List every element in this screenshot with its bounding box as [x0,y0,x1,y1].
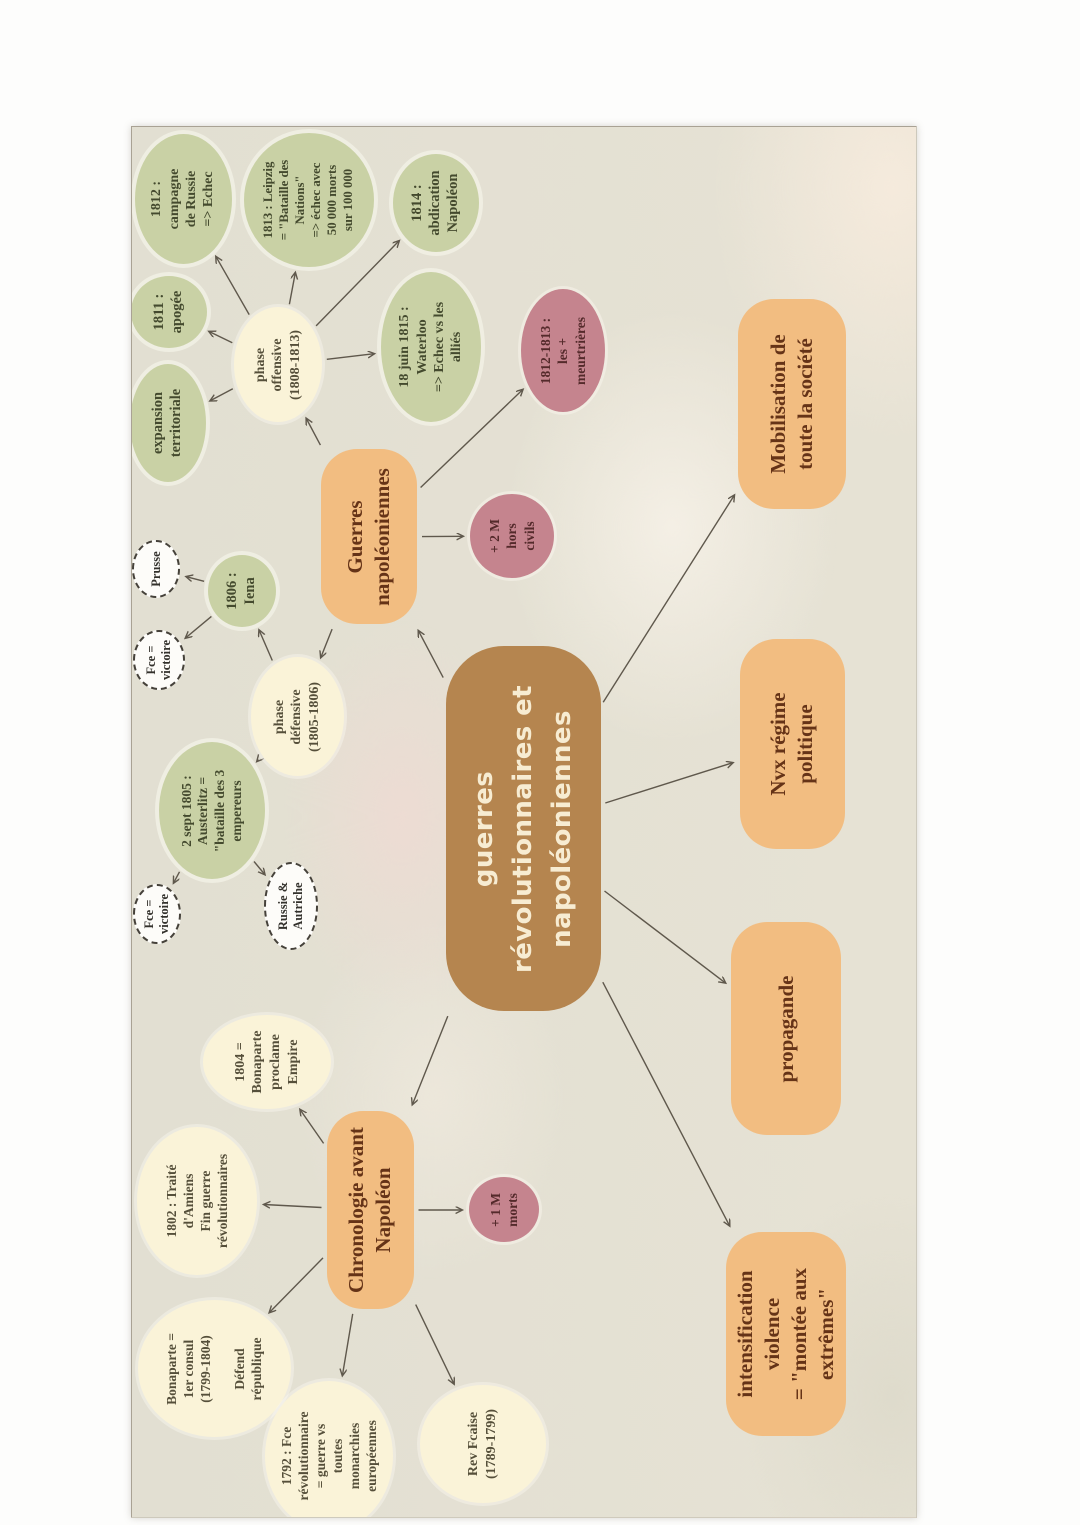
node-nvx-regime: Nvx régime politique [739,639,845,849]
node-waterloo-1815: 18 juin 1815 : Waterloo => Echec vs les … [381,272,481,422]
node-chronologie: Chronologie avant Napoléon [326,1111,414,1309]
node-austerlitz-1805: 2 sept 1805 : Austerlitz = "bataille des… [159,742,265,880]
node-label: Guerres napoléoniennes [343,468,394,606]
node-label: Nvx régime politique [766,692,817,796]
node-label: 1804 = Bonaparte proclame Empire [232,1030,301,1094]
node-empire-1804: 1804 = Bonaparte proclame Empire [203,1015,331,1109]
edge-central-chronologie [412,1015,449,1104]
node-phase-defensive: phase défensive (1805-1806) [250,657,344,777]
node-label: phase défensive (1805-1806) [271,682,322,752]
edge-phase-offensive-campagne-russie-1812 [216,257,250,315]
node-label: Chronologie avant Napoléon [344,1127,395,1293]
edge-central-nvx-regime [605,763,733,804]
node-label: Bonaparte = 1er consul (1799-1804) Défen… [164,1333,264,1405]
node-leipzig-1813: 1813 : Leipzig = "Bataille des Nations" … [244,133,374,267]
node-label: 2 sept 1805 : Austerlitz = "bataille des… [178,769,244,853]
edge-phase-offensive-waterloo-1815 [326,354,374,360]
edge-central-intensification [602,981,730,1226]
node-fce-victoire-iena: Fce = victoire [133,630,185,690]
node-hors-civils: + 2 M hors civils [470,494,554,578]
edge-guerres-napoleoniennes-meurtrieres-1812-1813 [420,390,523,489]
node-consul-1799: Bonaparte = 1er consul (1799-1804) Défen… [137,1300,291,1438]
edge-phase-defensive-austerlitz-1805 [257,760,259,762]
node-label: 1802 : Traité d'Amiens Fin guerre révolu… [164,1153,230,1249]
node-expansion-territoriale: expansion territoriale [131,364,206,482]
edge-phase-offensive-leipzig-1813 [288,273,295,305]
node-label: Fce = victoire [142,893,171,935]
edge-chronologie-fce-revolutionnaire-1792 [342,1313,354,1376]
node-meurtrieres-1812-1813: 1812-1813 : les + meurtrières [521,289,605,413]
arrows-layer [131,126,917,1518]
edge-phase-offensive-apogee-1811 [209,332,233,344]
node-mobilisation: Mobilisation de toute la société [738,299,846,509]
node-propagande: propagande [731,922,841,1136]
edge-central-propagande [604,890,726,983]
edge-chronologie-empire-1804 [300,1110,325,1144]
node-label: expansion territoriale [150,388,184,458]
node-label: 1812 : campagne de Russie => Echec [149,168,217,230]
node-label: intensification violence = "montée aux e… [733,1267,838,1401]
node-fce-victoire-austerlitz: Fce = victoire [133,884,181,944]
edge-chronologie-consul-1799 [269,1257,324,1313]
node-rev-fcaise: Rev Fcaise (1789-1799) [420,1385,546,1503]
edge-guerres-napoleoniennes-phase-offensive [306,419,322,446]
node-intensification: intensification violence = "montée aux e… [726,1232,846,1436]
node-label: 18 juin 1815 : Waterloo => Echec vs les … [397,301,465,393]
edge-guerres-napoleoniennes-phase-defensive [321,628,333,657]
node-fce-revolutionnaire-1792: 1792 : Fce révolutionnaire = guerre vs t… [265,1381,393,1518]
edge-phase-offensive-abdication-1814 [315,241,399,327]
edge-phase-offensive-expansion-territoriale [210,388,234,401]
node-campagne-russie-1812: 1812 : campagne de Russie => Echec [134,134,232,264]
node-label: 1813 : Leipzig = "Bataille des Nations" … [261,159,355,241]
node-phase-offensive: phase offensive (1808-1813) [234,307,322,423]
node-label: + 1 M morts [487,1193,520,1227]
node-label: Mobilisation de toute la société [766,334,817,474]
edge-iena-1806-fce-victoire-iena [186,615,212,638]
node-label: Prusse [148,551,163,587]
edge-iena-1806-prusse [186,577,205,582]
node-label: + 2 M hors civils [487,519,537,553]
node-label: 1792 : Fce révolutionnaire = guerre vs t… [279,1411,379,1501]
node-russie-autriche: Russie & Autriche [264,862,318,950]
node-label: Rev Fcaise (1789-1799) [466,1409,499,1479]
node-label: guerres révolutionnaires et napoléonienn… [468,685,577,974]
node-abdication-1814: 1814 : abdication Napoléon [393,154,479,252]
node-central: guerres révolutionnaires et napoléonienn… [445,646,601,1012]
node-guerres-napoleoniennes: Guerres napoléoniennes [321,449,417,625]
node-iena-1806: 1806 : Iena [208,555,276,627]
node-label: phase offensive (1808-1813) [252,330,303,400]
node-label: 1811 : apogée [151,290,185,334]
node-label: propagande [773,975,798,1083]
node-amiens-1802: 1802 : Traité d'Amiens Fin guerre révolu… [137,1127,257,1275]
mindmap-layers: guerres révolutionnaires et napoléonienn… [131,126,917,1518]
mindmap-page: guerres révolutionnaires et napoléonienn… [131,126,917,1518]
node-label: 1806 : Iena [224,572,258,610]
node-label: 1814 : abdication Napoléon [409,170,461,236]
edge-austerlitz-1805-russie-autriche [253,861,265,875]
edge-chronologie-rev-fcaise [415,1304,454,1384]
edge-central-mobilisation [602,495,734,703]
node-label: Fce = victoire [144,639,173,681]
edge-chronologie-amiens-1802 [264,1205,322,1208]
node-apogee-1811: 1811 : apogée [131,276,207,348]
node-prusse: Prusse [132,540,180,598]
node-label: 1812-1813 : les + meurtrières [538,317,588,385]
edge-austerlitz-1805-fce-victoire-austerlitz [174,871,181,883]
edge-central-guerres-napoleoniennes [418,631,444,678]
edge-phase-defensive-iena-1806 [259,630,273,661]
node-label: Russie & Autriche [276,881,305,931]
